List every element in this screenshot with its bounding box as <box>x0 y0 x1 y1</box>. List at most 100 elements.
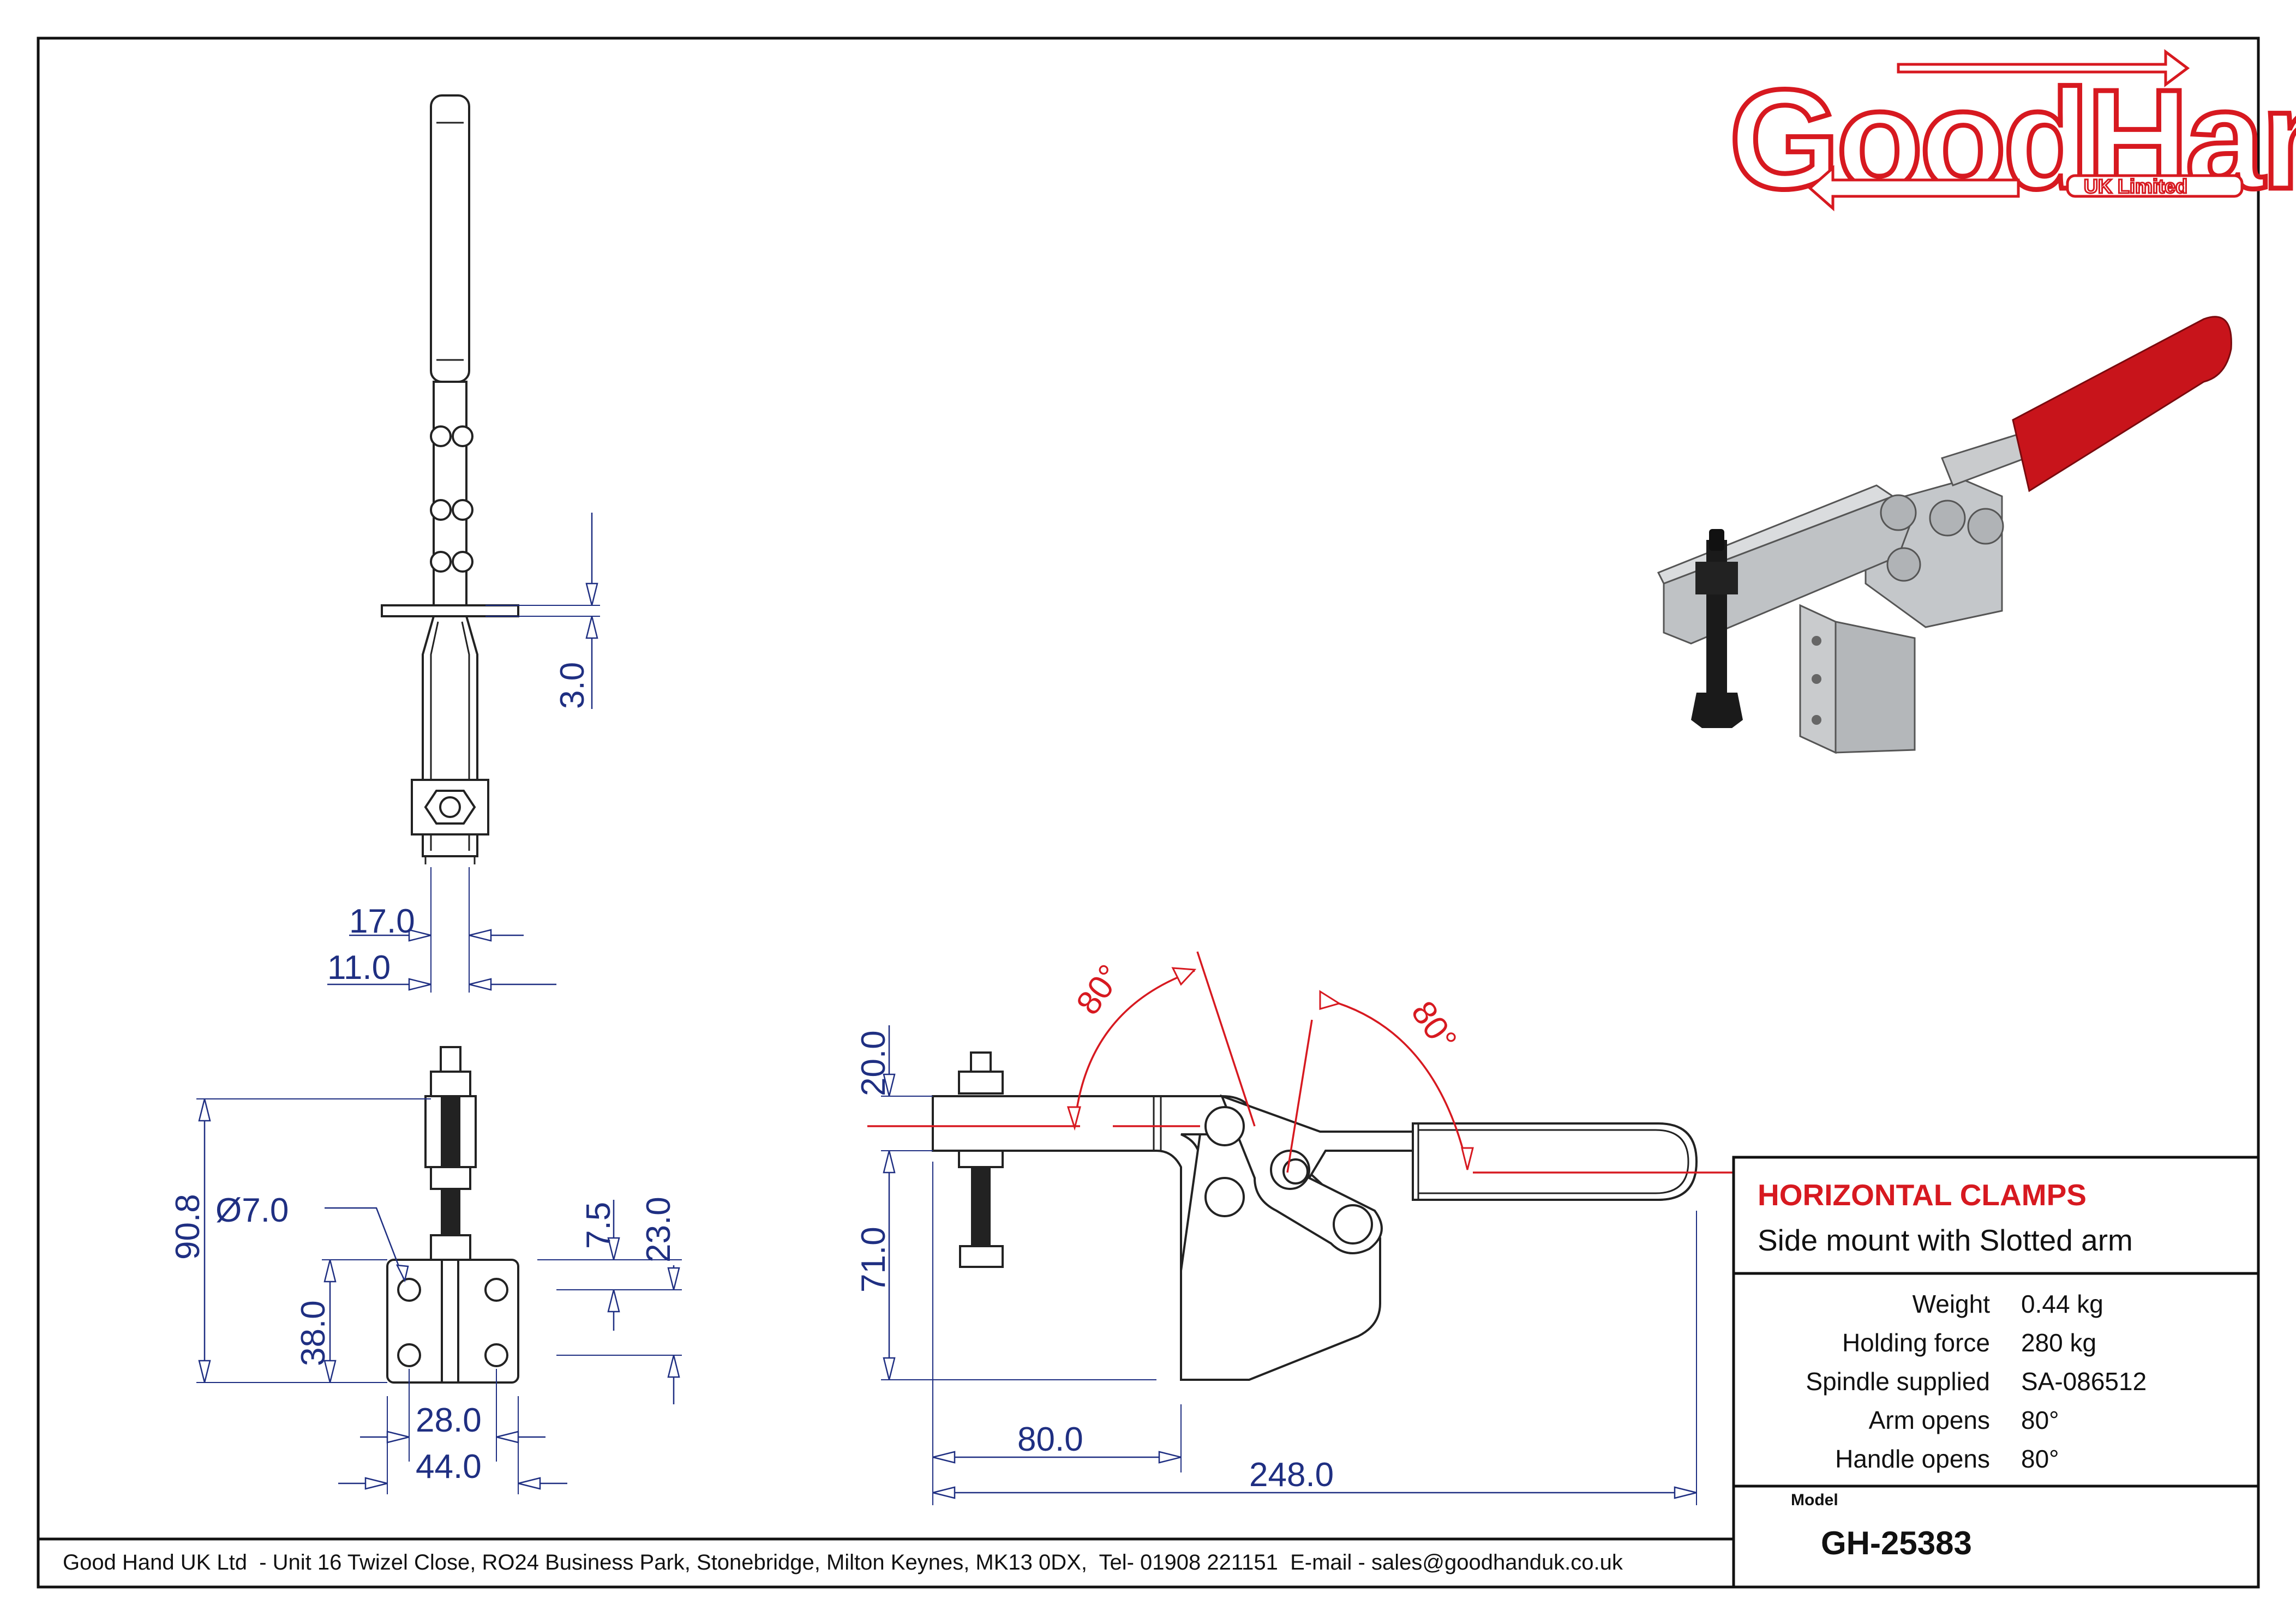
3d-spindle-nut-top <box>1695 562 1738 594</box>
dim-front-offset: 7.5 <box>580 1202 618 1249</box>
dim-arrow-icon <box>469 929 492 942</box>
spec-label: Arm opens <box>1869 1406 1990 1434</box>
logo-sub-box <box>2066 174 2244 198</box>
side-view-rivet <box>1204 1177 1245 1217</box>
front-view-spindle-thread <box>441 1096 460 1167</box>
front-view-nut-low <box>430 1234 471 1261</box>
side-view-grip <box>1412 1122 1698 1201</box>
top-view: 3.0 17.0 11.0 <box>327 94 600 993</box>
dim-side-body-height: 71.0 <box>855 1227 892 1293</box>
angle-arrow-icon <box>1319 990 1341 1010</box>
top-view-flange <box>381 604 519 617</box>
3d-rivet <box>1967 508 2004 545</box>
handle-angle-label: 80° <box>1404 994 1464 1057</box>
title-block-subtitle: Side mount with Slotted arm <box>1758 1223 2133 1257</box>
front-view-hole <box>397 1343 421 1367</box>
handle-angle-arc <box>1320 997 1468 1168</box>
top-view-rivet <box>452 499 473 521</box>
dim-arrow-icon <box>198 1098 211 1122</box>
dim-arrow-icon <box>1158 1451 1182 1464</box>
logo-arrow-left-icon <box>1808 165 2020 212</box>
3d-rivet <box>1886 547 1921 582</box>
dim-side-base-length: 80.0 <box>1017 1421 1083 1458</box>
side-view: 80° 80° 20.0 71.0 80.0 248.0 <box>855 951 1800 1505</box>
front-view-web <box>441 1259 459 1384</box>
3d-hole <box>1812 674 1821 684</box>
angle-arrow-icon <box>1066 1106 1081 1131</box>
dim-front-hole-spacing: 28.0 <box>416 1402 482 1439</box>
3d-rivet <box>1929 500 1966 537</box>
dim-arrow-icon <box>386 1430 410 1444</box>
spec-label: Spindle supplied <box>1806 1367 1990 1396</box>
sheet-border <box>37 37 2260 1589</box>
front-view-hole <box>397 1278 421 1302</box>
side-view-nut-top <box>958 1071 1004 1095</box>
side-view-rivet-inner <box>1282 1158 1309 1185</box>
dim-arrow-icon <box>667 1267 680 1290</box>
front-view-hole <box>484 1343 508 1367</box>
front-view-nut-top <box>430 1071 471 1097</box>
3d-hole <box>1812 636 1821 646</box>
dim-arrow-icon <box>408 978 431 991</box>
dim-arrow-icon <box>883 1150 896 1174</box>
top-view-rivet <box>452 551 473 573</box>
model-number: GH-25383 <box>1821 1525 1972 1561</box>
dim-front-top-offset: 23.0 <box>640 1197 678 1263</box>
spec-value: 80° <box>2021 1445 2059 1473</box>
spec-value: 280 kg <box>2021 1329 2096 1357</box>
top-view-rivet <box>430 499 452 521</box>
spec-label: Handle opens <box>1835 1445 1990 1473</box>
top-view-rivet <box>430 551 452 573</box>
dim-front-overall-height: 90.8 <box>169 1194 207 1260</box>
3d-spindle-tip <box>1709 529 1724 551</box>
dim-arrow-icon <box>323 1259 337 1283</box>
dim-arrow-icon <box>883 1357 896 1380</box>
title-block: HORIZONTAL CLAMPS Side mount with Slotte… <box>1732 1156 2260 1589</box>
side-view-spindle-thread <box>971 1167 991 1249</box>
spec-label: Weight <box>1913 1290 1991 1318</box>
angle-arrow-icon <box>1171 967 1197 986</box>
top-view-handle <box>430 94 470 383</box>
handle-angle-line <box>1286 1019 1313 1173</box>
dim-front-base-width: 44.0 <box>416 1448 482 1486</box>
title-block-frame <box>1732 1156 2260 1589</box>
model-label: Model <box>1791 1491 1838 1509</box>
front-view: 90.8 38.0 Ø7.0 7.5 23.0 28.0 <box>169 1046 682 1494</box>
dim-front-base-height: 38.0 <box>295 1300 332 1366</box>
dim-arrow-icon <box>198 1360 211 1383</box>
footer: Good Hand UK Ltd - Unit 16 Twizel Close,… <box>38 1537 1734 1574</box>
dim-arrow-icon <box>469 978 492 991</box>
dim-arrow-icon <box>395 1264 409 1283</box>
side-view-grip-inner <box>1418 1129 1689 1194</box>
title-block-title: HORIZONTAL CLAMPS <box>1758 1178 2087 1212</box>
front-view-spindle-top <box>440 1046 461 1073</box>
clamp-3d-illustration <box>1657 316 2232 754</box>
front-view-nut-mid <box>430 1166 471 1190</box>
dim-arrow-icon <box>883 1073 896 1097</box>
dim-arrow-icon <box>585 582 598 606</box>
top-view-rivet <box>430 425 452 447</box>
logo-arrow-right-icon <box>1897 49 2190 87</box>
side-view-rivet <box>1333 1204 1373 1245</box>
side-view-foot <box>959 1245 1004 1268</box>
angle-arrow-icon <box>1461 1147 1474 1170</box>
side-view-rivet <box>1204 1106 1245 1146</box>
3d-mount-plate-face <box>1835 621 1916 754</box>
spec-value: 0.44 kg <box>2021 1290 2103 1318</box>
dim-arrow-icon <box>1674 1486 1697 1499</box>
top-view-bolt <box>439 796 461 818</box>
dim-arrow-icon <box>585 616 598 639</box>
3d-hole <box>1812 715 1821 725</box>
dim-side-arm-height: 20.0 <box>855 1030 892 1096</box>
dim-arrow-icon <box>364 1477 388 1490</box>
dim-top-width-outer: 17.0 <box>349 903 415 940</box>
dim-leader <box>325 1207 405 1279</box>
3d-rivet <box>1880 494 1917 531</box>
dim-arrow-icon <box>323 1360 337 1383</box>
dim-top-width-inner: 11.0 <box>327 949 391 987</box>
dim-arrow-icon <box>408 929 431 942</box>
dim-arrow-icon <box>932 1486 956 1499</box>
dim-front-hole-diameter: Ø7.0 <box>215 1192 289 1229</box>
arm-angle-line <box>1196 951 1256 1127</box>
